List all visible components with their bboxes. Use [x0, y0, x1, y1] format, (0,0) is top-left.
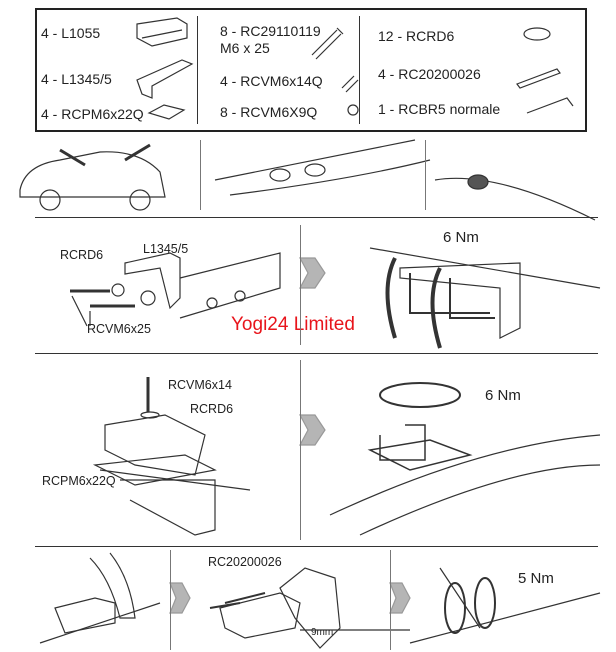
divider [200, 140, 201, 210]
part-rc29110119: 8 - RC29110119 [220, 23, 321, 39]
label-rc20200026: RC20200026 [208, 555, 282, 569]
separator [35, 353, 598, 354]
part-rcvm6x9q: 8 - RCVM6X9Q [220, 104, 318, 120]
torque-step3: 6 Nm [485, 387, 521, 404]
hands-icon [59, 143, 151, 167]
part-l1055: 4 - L1055 [41, 25, 101, 41]
plate-icon [147, 104, 186, 120]
part-rcvm6x14q: 4 - RCVM6x14Q [220, 73, 323, 89]
arrow-icon [299, 414, 326, 446]
bolt-m6x25-icon [311, 27, 344, 60]
part-rcrd6: 12 - RCRD6 [378, 28, 455, 44]
foot-icon [89, 552, 136, 619]
foot-icon [279, 567, 341, 649]
part-rc29110119-size: M6 x 25 [220, 40, 270, 56]
bolt-m6x9-icon [347, 104, 359, 116]
roof-rail [214, 139, 431, 196]
step3-drawings [92, 377, 601, 536]
rotate-arrow-icon [474, 577, 496, 629]
separator [35, 546, 598, 547]
bracket-icon [124, 252, 181, 310]
label-rcvm6x14: RCVM6x14 [168, 378, 232, 392]
label-rcrd6: RCRD6 [60, 248, 104, 262]
bracket-installed [369, 247, 601, 339]
parts-icons [136, 17, 574, 120]
part-rcpm6x22q: 4 - RCPM6x22Q [41, 106, 144, 122]
part-rcbr5: 1 - RCBR5 normale [378, 101, 501, 117]
divider [359, 16, 360, 124]
torque-step4: 5 Nm [518, 570, 554, 587]
cap-icon [467, 174, 489, 190]
car-icon [19, 151, 166, 198]
torque-step2: 6 Nm [443, 229, 479, 246]
washer-icon [523, 27, 551, 41]
label-l1345: L1345/5 [143, 242, 189, 256]
divider [300, 360, 301, 540]
hex-key-icon [409, 273, 495, 319]
step1-drawings [19, 139, 596, 221]
rotate-arrow-icon [385, 257, 442, 349]
arrow-icon [389, 582, 411, 614]
arrow-icon [169, 582, 191, 614]
label-rcvm6x25: RCVM6x25 [87, 322, 151, 336]
hex-key-icon [526, 97, 574, 114]
label-rcpm6x22q: RCPM6x22Q [42, 474, 116, 488]
parts-list: 4 - L1055 4 - L1345/5 4 - RCPM6x22Q 8 - … [35, 8, 587, 132]
bolt-icon [70, 289, 135, 308]
bracket-l1345-icon [136, 59, 194, 99]
step4-drawings [39, 552, 601, 649]
divider [390, 550, 391, 650]
part-l1345: 4 - L1345/5 [41, 71, 112, 87]
bolt-m6x14-icon [341, 75, 359, 93]
divider [170, 550, 171, 650]
bracket-icon [104, 414, 206, 476]
label-9mm: 9mm [311, 627, 334, 638]
bracket-l1055-icon [136, 17, 188, 47]
arrow-icon [299, 257, 326, 289]
divider [197, 16, 198, 124]
watermark: Yogi24 Limited [231, 314, 355, 335]
label-rcrd6: RCRD6 [190, 402, 234, 416]
strap-icon [516, 68, 561, 89]
divider [300, 225, 301, 345]
part-rc20200026: 4 - RC20200026 [378, 66, 481, 82]
rotate-arrow-icon [379, 382, 461, 408]
step2-drawings [70, 247, 601, 349]
divider [425, 140, 426, 210]
separator [35, 217, 598, 218]
